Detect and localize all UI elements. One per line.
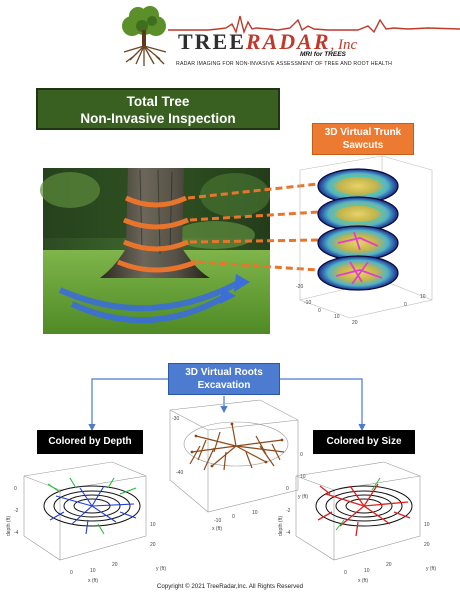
brand-name: TREERADAR, Inc — [178, 29, 357, 55]
svg-text:0: 0 — [232, 514, 235, 520]
svg-text:-10: -10 — [304, 300, 311, 306]
trunk-label-line-2: Sawcuts — [342, 140, 384, 151]
svg-text:-4: -4 — [286, 530, 291, 536]
trunk-sawcuts-label: 3D Virtual Trunk Sawcuts — [312, 123, 414, 155]
brand-name-tree: TREE — [178, 29, 246, 54]
roots-label-line-2: Excavation — [197, 380, 251, 391]
svg-text:10: 10 — [90, 568, 96, 574]
svg-text:-4: -4 — [14, 530, 19, 536]
sawcut-disc-2 — [317, 196, 399, 232]
tree-photo — [40, 168, 270, 334]
svg-text:20: 20 — [112, 562, 118, 568]
roots-plot-depth: 0 -2 -4 0 10 20 10 20 depth (ft) x (ft) y (ft… — [6, 461, 166, 584]
svg-text:10: 10 — [252, 510, 258, 516]
svg-text:0: 0 — [318, 308, 321, 314]
sawcut-disc-4 — [317, 255, 399, 291]
svg-text:20: 20 — [424, 542, 430, 548]
depth-plot-x-label: x (ft) — [88, 578, 98, 584]
trunk-label-line-1: 3D Virtual Trunk — [324, 127, 402, 138]
title-line-1: Total Tree — [126, 94, 190, 109]
size-plot-x-label: x (ft) — [358, 578, 368, 584]
svg-text:10: 10 — [300, 474, 306, 480]
size-plot-y-label: y (ft) — [426, 566, 436, 572]
trunk-sawcut-plot: -20 -10 0 10 20 0 10 — [296, 155, 433, 326]
roots-plot-brown: -30 -40 -10 0 10 0 10 x (ft) y (ft) — [169, 399, 308, 532]
title-banner: Total Tree Non-Invasive Inspection — [36, 88, 280, 130]
depth-plot-z-label: depth (ft) — [6, 516, 12, 536]
svg-text:20: 20 — [386, 562, 392, 568]
svg-text:10: 10 — [150, 522, 156, 528]
brand-name-radar: RADAR — [245, 29, 331, 54]
svg-text:0: 0 — [300, 452, 303, 458]
brand-tagline: RADAR IMAGING FOR NON-INVASIVE ASSESSMEN… — [176, 61, 393, 67]
svg-text:20: 20 — [150, 542, 156, 548]
svg-text:-40: -40 — [176, 470, 183, 476]
copyright-text: Copyright © 2021 TreeRadar,Inc. All Righ… — [156, 583, 304, 590]
sawcut-disc-3 — [317, 225, 399, 261]
brand-subtitle: MRI for TREES — [300, 51, 346, 58]
svg-text:0: 0 — [14, 486, 17, 492]
svg-text:0: 0 — [70, 570, 73, 576]
svg-text:20: 20 — [352, 320, 358, 326]
radar-wave-icon — [168, 15, 460, 35]
svg-text:-10: -10 — [214, 518, 221, 524]
svg-text:0: 0 — [286, 486, 289, 492]
svg-text:10: 10 — [334, 314, 340, 320]
svg-text:0: 0 — [404, 302, 407, 308]
roots-excavation-label: 3D Virtual Roots Excavation — [168, 363, 280, 395]
colored-by-size-label: Colored by Size — [313, 430, 415, 454]
svg-text:10: 10 — [420, 294, 426, 300]
svg-text:-2: -2 — [14, 508, 19, 514]
brown-plot-x-label: x (ft) — [212, 526, 222, 532]
depth-plot-y-label: y (ft) — [156, 566, 166, 572]
svg-text:-30: -30 — [172, 416, 179, 422]
tree-logo-icon — [122, 6, 167, 66]
title-line-2: Non-Invasive Inspection — [80, 111, 236, 126]
roots-plot-size: 0 -2 -4 0 10 20 10 20 depth (ft) x (ft) y (ft… — [278, 461, 436, 584]
svg-text:10: 10 — [424, 522, 430, 528]
svg-text:-2: -2 — [286, 508, 291, 514]
svg-text:10: 10 — [364, 568, 370, 574]
brand-name-inc: , Inc — [330, 37, 358, 53]
brown-plot-y-label: y (ft) — [298, 494, 308, 500]
svg-text:0: 0 — [344, 570, 347, 576]
colored-by-depth-label: Colored by Depth — [37, 430, 143, 454]
roots-label-line-1: 3D Virtual Roots — [185, 367, 263, 378]
svg-text:-20: -20 — [296, 284, 303, 290]
size-plot-z-label: depth (ft) — [278, 516, 284, 536]
sawcut-connectors — [187, 182, 319, 272]
